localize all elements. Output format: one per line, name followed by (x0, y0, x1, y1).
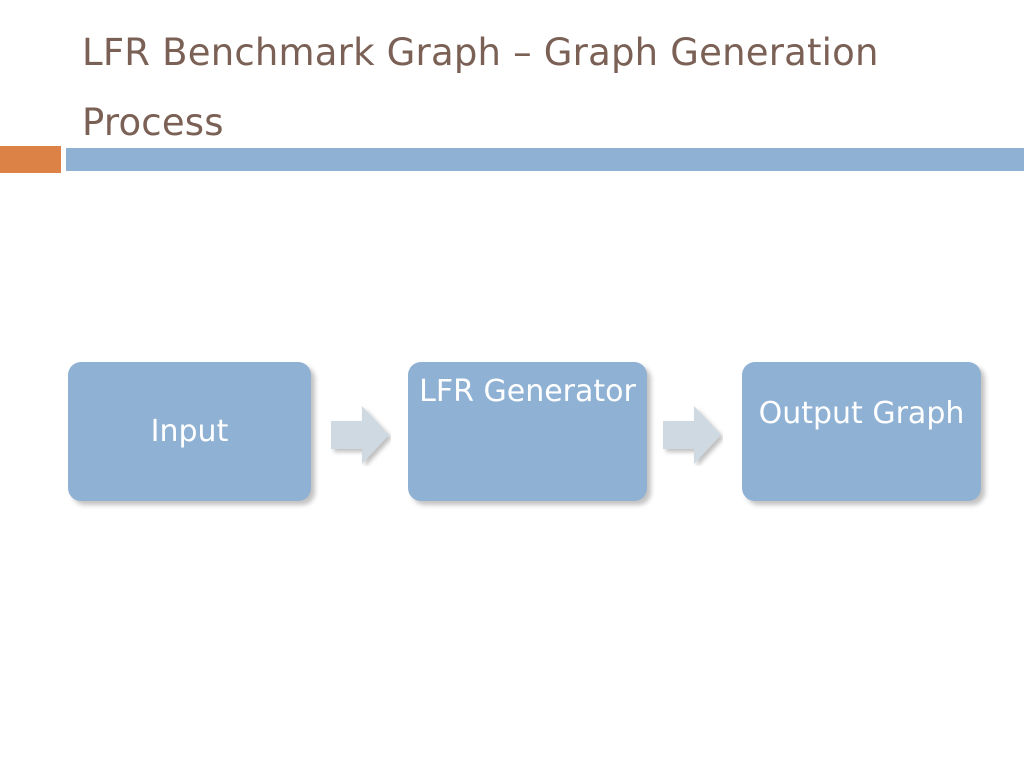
flow-box-lfr-generator-label: LFR Generator (419, 374, 636, 409)
flow-box-input-label: Input (150, 413, 229, 449)
right-arrow-icon (329, 404, 391, 466)
title-divider-bar (66, 148, 1024, 171)
flow-box-input[interactable]: Input (68, 362, 311, 501)
flow-box-output-graph[interactable]: Output Graph (742, 362, 981, 501)
right-arrow-icon (661, 404, 723, 466)
title-divider-accent-block (0, 146, 61, 173)
page-title: LFR Benchmark Graph – Graph Generation P… (82, 31, 891, 144)
flow-box-output-graph-label: Output Graph (758, 396, 965, 431)
flow-box-lfr-generator[interactable]: LFR Generator (408, 362, 647, 501)
